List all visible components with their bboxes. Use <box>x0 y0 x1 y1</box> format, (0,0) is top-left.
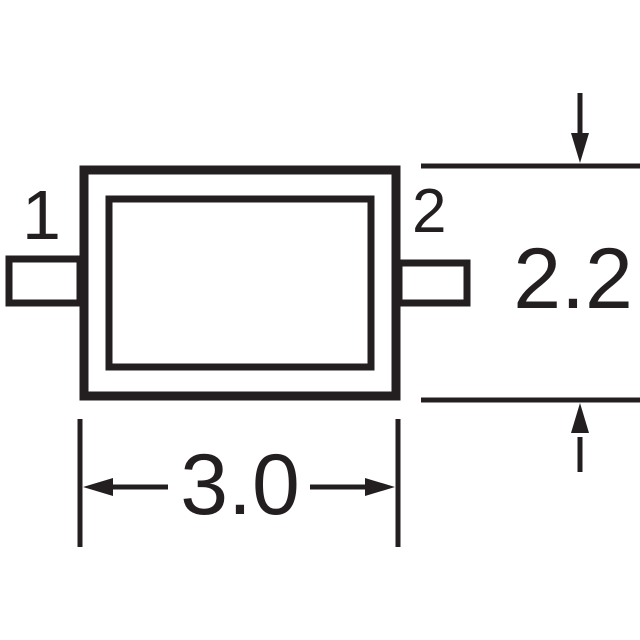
body-inner-outline <box>105 195 375 371</box>
height-dimension: 2.2 <box>421 93 640 472</box>
width-dimension: 3.0 <box>77 419 401 547</box>
lead-1 <box>5 255 84 307</box>
lead-2 <box>395 259 471 307</box>
height-dimension-value: 2.2 <box>513 231 633 327</box>
pin-1-label: 1 <box>22 176 61 254</box>
pin-2-label: 2 <box>412 177 446 246</box>
height-dim-top-arrowhead-down-icon <box>571 133 589 163</box>
width-dim-right-arrowhead-icon <box>365 478 395 496</box>
component-leads <box>5 255 471 307</box>
component-body <box>79 165 401 401</box>
width-dimension-value: 3.0 <box>180 437 300 533</box>
width-dim-left-arrowhead-icon <box>83 478 113 496</box>
height-dim-bottom-arrowhead-up-icon <box>571 403 589 433</box>
